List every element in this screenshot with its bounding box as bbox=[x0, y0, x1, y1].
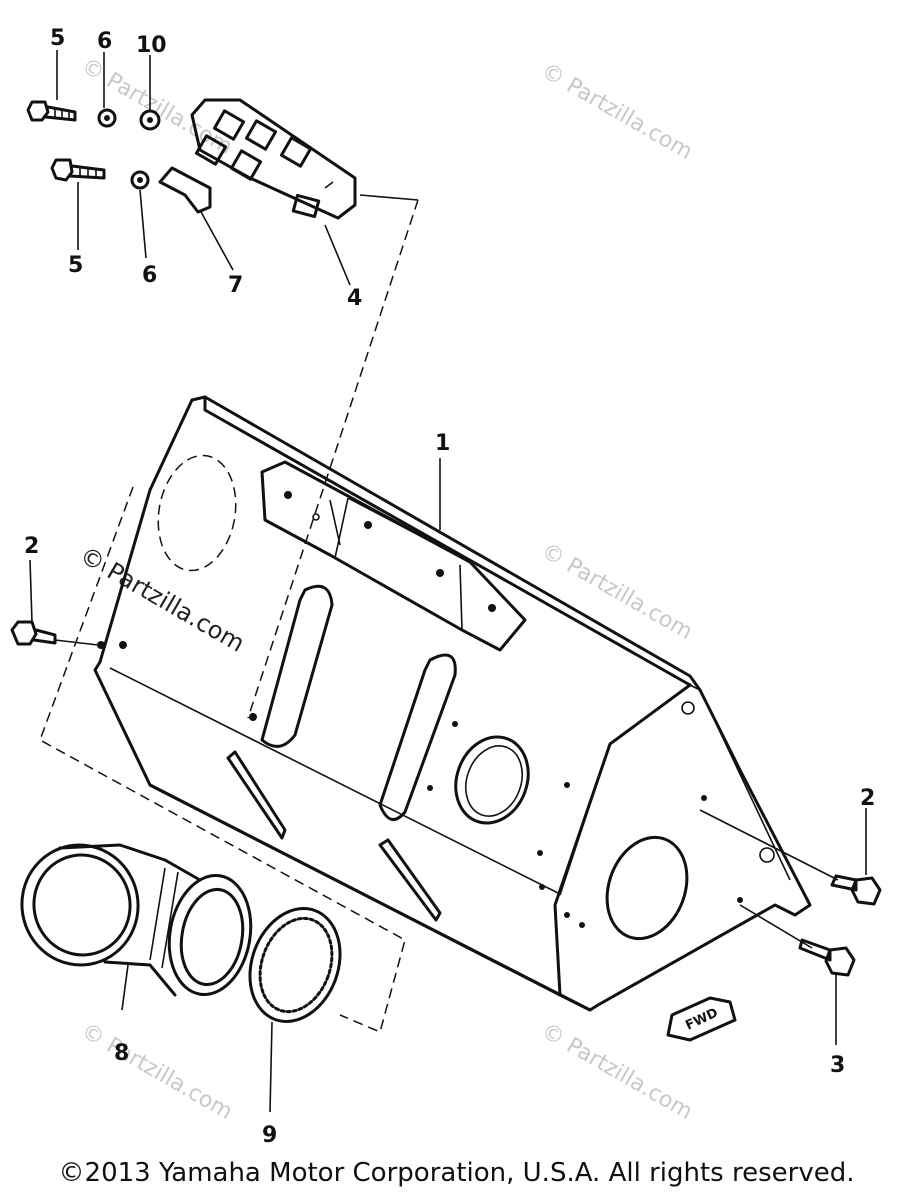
watermark: © Partzilla.com bbox=[77, 54, 237, 161]
callout-6: 6 bbox=[142, 263, 157, 288]
callout-8: 8 bbox=[114, 1041, 129, 1066]
bolt-part-3 bbox=[798, 938, 856, 977]
callout-2: 2 bbox=[24, 534, 39, 559]
main-tray-part-1 bbox=[93, 395, 812, 1012]
callout-10: 10 bbox=[136, 33, 167, 58]
callout-3: 3 bbox=[830, 1053, 845, 1078]
bolt-part-2-right bbox=[830, 874, 882, 906]
callout-5: 5 bbox=[68, 253, 83, 278]
watermark: © Partzilla.com bbox=[537, 59, 697, 166]
watermark: © Partzilla.com bbox=[75, 541, 249, 658]
callout-9: 9 bbox=[262, 1123, 277, 1148]
leader-lines bbox=[29, 50, 867, 1113]
copyright-notice: ©2013 Yamaha Motor Corporation, U.S.A. A… bbox=[58, 1158, 855, 1188]
callouts: 5 6 10 5 6 7 4 1 2 2 3 8 9 bbox=[24, 26, 875, 1148]
clip-part-7 bbox=[158, 166, 212, 214]
callout-1: 1 bbox=[435, 431, 450, 456]
callout-4: 4 bbox=[347, 286, 362, 311]
callout-7: 7 bbox=[228, 273, 243, 298]
gasket-part-9 bbox=[248, 907, 342, 1023]
callout-6: 6 bbox=[97, 29, 112, 54]
forward-arrow: FWD bbox=[666, 996, 737, 1042]
intake-boot-part-8 bbox=[20, 843, 253, 997]
watermark: © Partzilla.com bbox=[77, 1019, 237, 1126]
assembly-lines bbox=[39, 194, 839, 1034]
watermark: © Partzilla.com bbox=[537, 539, 697, 646]
callout-2: 2 bbox=[860, 786, 875, 811]
terminal-block-part-4 bbox=[190, 98, 357, 220]
callout-5: 5 bbox=[50, 26, 65, 51]
bolt-part-2-left bbox=[10, 620, 57, 646]
fasteners-top bbox=[26, 100, 161, 190]
